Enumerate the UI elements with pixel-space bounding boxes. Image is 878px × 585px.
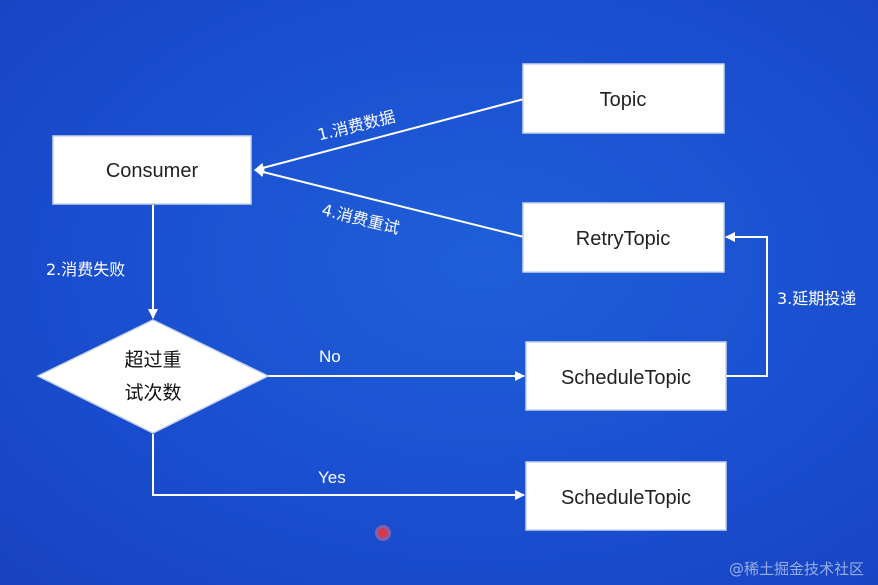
edge-topic-to-consumer	[254, 98, 525, 173]
node-topic: Topic	[522, 63, 725, 134]
edge-label-consume-fail: 2.消费失败	[46, 260, 125, 279]
edge-label-consume-data: 1.消费数据	[316, 107, 398, 145]
node-consumer: Consumer	[52, 135, 252, 205]
node-retry-topic: RetryTopic	[522, 202, 725, 273]
edge-label-delay-deliver: 3.延期投递	[777, 289, 856, 308]
watermark-text: @稀土掘金技术社区	[728, 560, 864, 578]
edge-label-consume-retry: 4.消费重试	[320, 200, 402, 238]
node-schedule-topic-yes-label: ScheduleTopic	[561, 487, 691, 509]
decision-diamond: 超过重 试次数	[36, 319, 270, 434]
edge-schedule-to-retry	[725, 232, 768, 377]
edge-label-yes: Yes	[318, 468, 346, 487]
decision-label-line1: 超过重	[124, 349, 181, 371]
node-schedule-topic-no-label: ScheduleTopic	[561, 367, 691, 389]
node-topic-label: Topic	[600, 89, 647, 111]
edge-label-no: No	[319, 347, 341, 366]
node-consumer-label: Consumer	[106, 160, 199, 182]
node-schedule-topic-yes: ScheduleTopic	[525, 461, 727, 531]
edge-decision-yes	[152, 434, 525, 500]
edge-retry-to-consumer	[254, 167, 525, 238]
decision-label-line2: 试次数	[124, 382, 181, 404]
node-retry-topic-label: RetryTopic	[576, 228, 670, 250]
cursor-dot	[378, 528, 388, 538]
node-schedule-topic-no: ScheduleTopic	[525, 341, 727, 411]
